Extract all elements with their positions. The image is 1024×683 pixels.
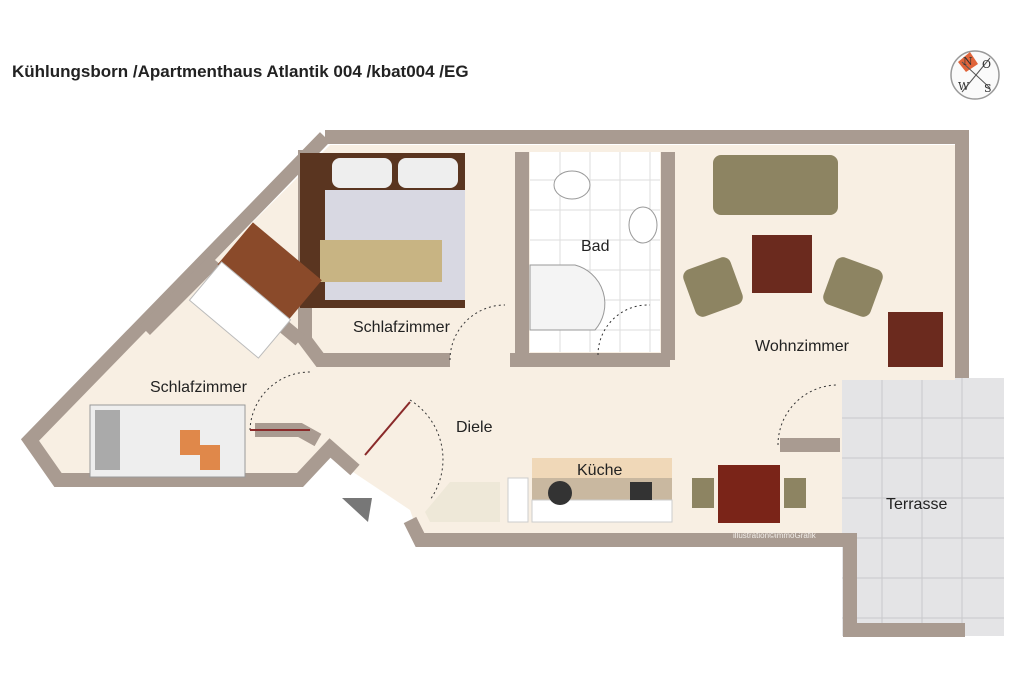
compass-east: O	[982, 58, 991, 71]
dining-table	[692, 465, 806, 523]
compass-icon: N O S W	[950, 50, 1000, 100]
dresser	[188, 261, 292, 359]
label-wohnzimmer: Wohnzimmer	[755, 338, 850, 355]
double-bed	[300, 153, 465, 308]
wardrobe	[217, 222, 322, 323]
sofa-bed	[89, 404, 246, 478]
label-diele: Diele	[456, 419, 493, 436]
label-bad: Bad	[581, 238, 609, 255]
compass-south: S	[984, 82, 992, 95]
label-schlafzimmer-2: Schlafzimmer	[150, 379, 248, 396]
label-terrasse: Terrasse	[886, 496, 947, 513]
terrace-floor	[842, 378, 1004, 636]
kitchen	[425, 458, 673, 523]
entrance-marker-icon	[342, 498, 372, 522]
compass-north: N	[963, 55, 973, 68]
label-schlafzimmer-1: Schlafzimmer	[353, 319, 451, 336]
compass-west: W	[958, 80, 970, 93]
plan-title: Kühlungsborn /Apartmenthaus Atlantik 004…	[12, 62, 469, 81]
label-kueche: Küche	[577, 462, 622, 479]
illustration-credit: illustration©immoGrafik	[733, 531, 817, 540]
door-swings	[249, 304, 839, 501]
living-room-furniture	[683, 155, 943, 367]
toilet-and-basin	[529, 170, 658, 331]
